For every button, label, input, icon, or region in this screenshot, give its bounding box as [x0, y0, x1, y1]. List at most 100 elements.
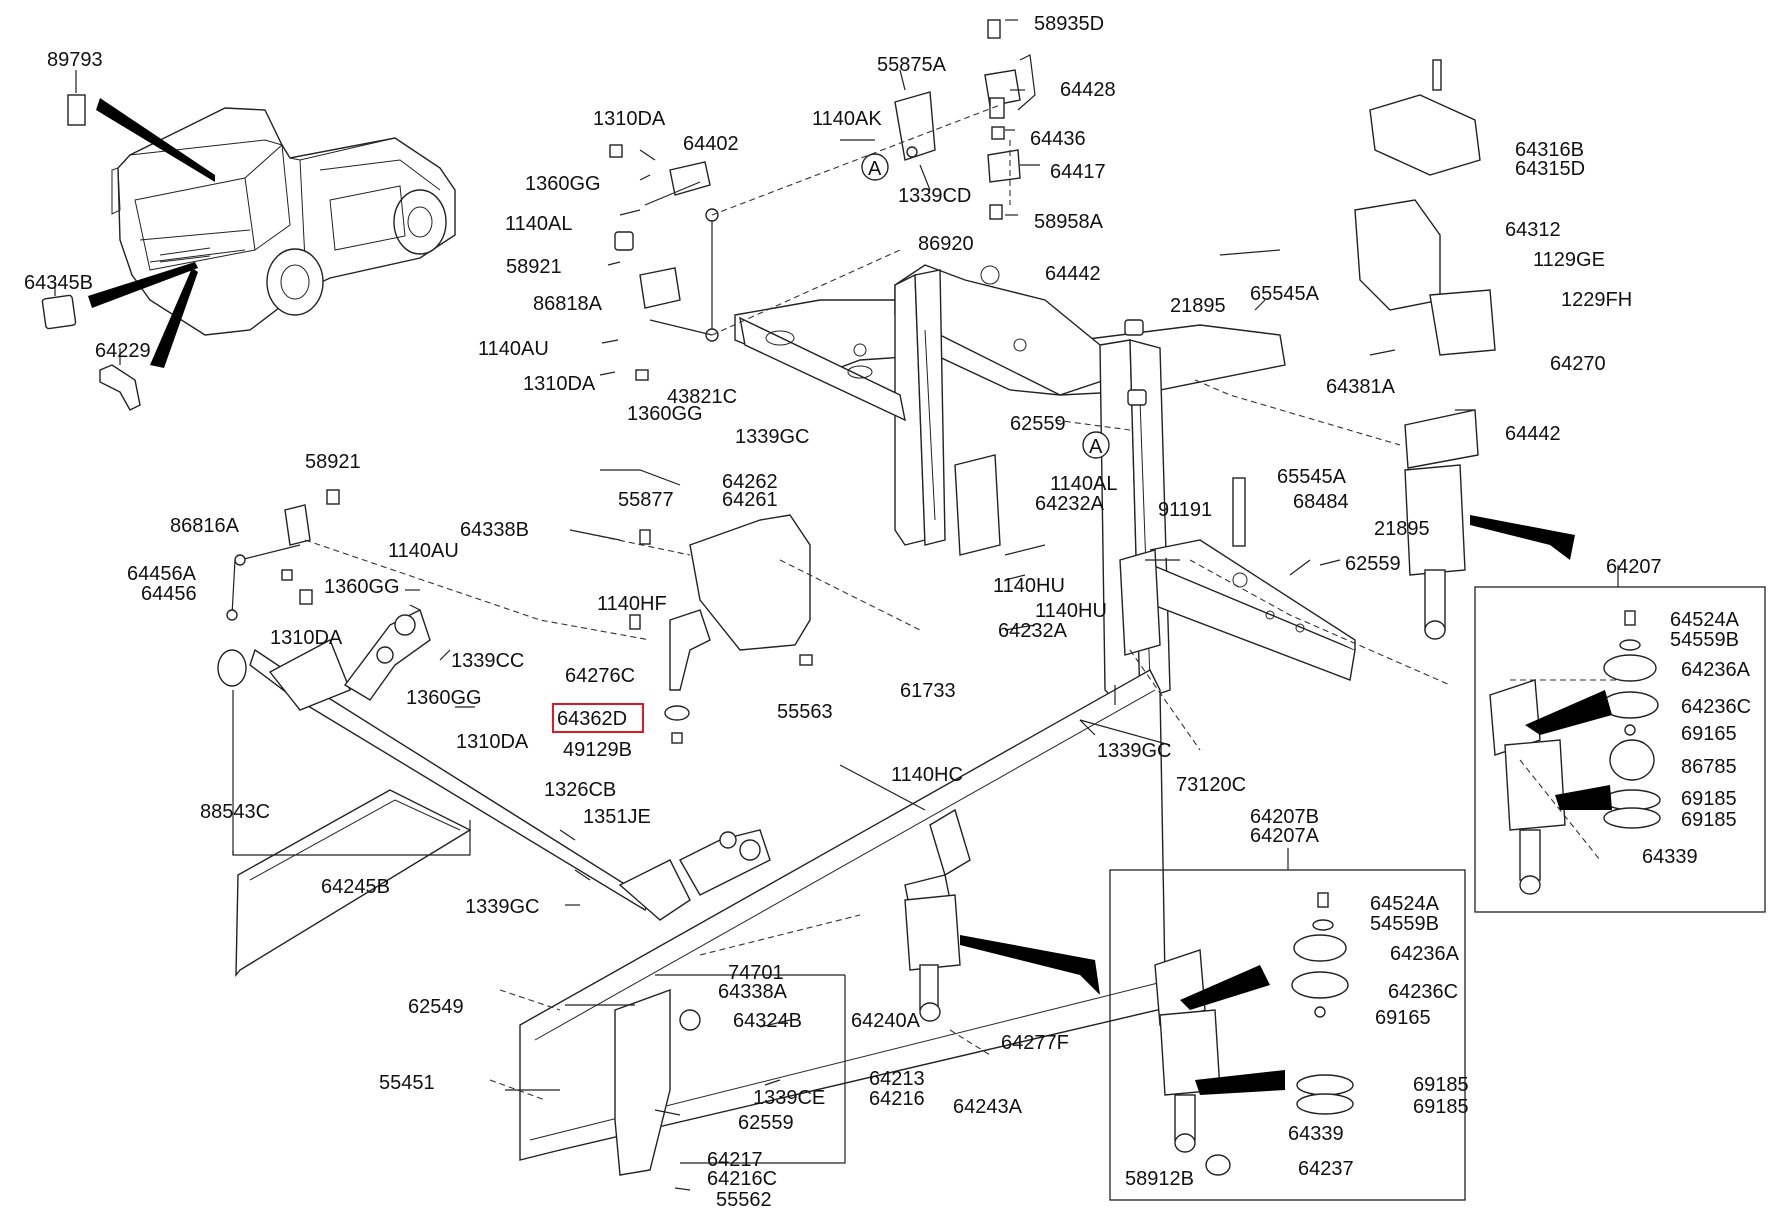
- part-label-64402: 64402: [683, 133, 739, 155]
- part-label-1339cc: 1339CC: [451, 650, 524, 672]
- part-label-58935d: 58935D: [1034, 13, 1104, 35]
- part-label-1310da: 1310DA: [270, 627, 343, 649]
- part-label-55875a: 55875A: [877, 54, 947, 76]
- part-label-64324b: 64324B: [733, 1010, 802, 1032]
- cover-64316b: [1369, 94, 1481, 176]
- part-label-64207a: 64207A: [1250, 825, 1320, 847]
- plate-91191: [1232, 477, 1246, 547]
- part-label-64338a: 64338A: [718, 981, 788, 1003]
- bracket-64229: [99, 364, 141, 411]
- part-label-64345b: 64345B: [24, 272, 93, 294]
- part-label-1310da: 1310DA: [593, 108, 666, 130]
- part-label-1129ge: 1129GE: [1533, 249, 1605, 271]
- part-label-64236c: 64236C: [1681, 696, 1751, 718]
- bracket-64262: [689, 514, 811, 651]
- height-valve-linkage-lower: [226, 489, 340, 621]
- highlight-box-64362d: [552, 703, 644, 733]
- bracket-64276c: [669, 609, 711, 691]
- part-label-49129b: 49129B: [563, 739, 632, 761]
- part-label-64213: 64213: [869, 1068, 925, 1090]
- part-label-86818a: 86818A: [533, 293, 603, 315]
- part-label-64277f: 64277F: [1001, 1032, 1069, 1054]
- part-label-1310da: 1310DA: [523, 373, 596, 395]
- part-label-73120c: 73120C: [1176, 774, 1246, 796]
- part-label-55563: 55563: [777, 701, 833, 723]
- part-label-62559: 62559: [738, 1112, 794, 1134]
- part-label-86920: 86920: [918, 233, 974, 255]
- detail-box-64207: [1474, 586, 1766, 913]
- part-label-64442: 64442: [1505, 423, 1561, 445]
- part-label-69185: 69185: [1681, 788, 1737, 810]
- part-label-1360gg: 1360GG: [525, 173, 601, 195]
- part-label-64381a: 64381A: [1326, 376, 1396, 398]
- part-label-64524a: 64524A: [1370, 893, 1440, 915]
- part-label-64442: 64442: [1045, 263, 1101, 285]
- part-label-64243a: 64243A: [953, 1096, 1023, 1118]
- part-label-64262: 64262: [722, 471, 778, 493]
- part-label-64436: 64436: [1030, 128, 1086, 150]
- part-label-55451: 55451: [379, 1072, 435, 1094]
- part-label-1360gg: 1360GG: [627, 403, 703, 425]
- part-label-64524a: 64524A: [1670, 609, 1740, 631]
- part-label-58958a: 58958A: [1034, 211, 1104, 233]
- part-label-91191: 91191: [1158, 499, 1212, 521]
- pad-64362d: [664, 705, 690, 721]
- callout-a-center: [1082, 431, 1110, 459]
- part-label-1326cb: 1326CB: [544, 779, 616, 801]
- part-label-64216c: 64216C: [707, 1168, 777, 1190]
- part-label-1339ce: 1339CE: [753, 1087, 825, 1109]
- part-label-64240a: 64240A: [851, 1010, 921, 1032]
- part-label-62549: 62549: [408, 996, 464, 1018]
- part-label-69165: 69165: [1681, 723, 1737, 745]
- frame-left-beam: [739, 316, 906, 422]
- bracket-64232a-upper: [954, 454, 1001, 556]
- stabilizer-bushing-left: [268, 639, 351, 711]
- part-label-55877: 55877: [618, 489, 674, 511]
- air-spring-64207: [1489, 610, 1661, 895]
- part-label-1360gg: 1360GG: [406, 687, 482, 709]
- part-label-64312: 64312: [1505, 219, 1561, 241]
- part-label-64216: 64216: [869, 1088, 925, 1110]
- part-label-64456: 64456: [141, 583, 197, 605]
- part-label-1339gc: 1339GC: [1097, 740, 1172, 762]
- part-label-64229: 64229: [95, 340, 151, 362]
- callout-wedge-64345b: [88, 262, 198, 308]
- part-label-1360gg: 1360GG: [324, 576, 400, 598]
- part-label-64217: 64217: [707, 1149, 763, 1171]
- part-number-labels: 8979364345B642291310DA644021360GG1140AL5…: [24, 13, 1751, 1211]
- part-label-64237: 64237: [1298, 1158, 1354, 1180]
- label-decal-64345b: [41, 294, 77, 330]
- part-label-69185: 69185: [1681, 809, 1737, 831]
- part-label-64236c: 64236C: [1388, 981, 1458, 1003]
- part-label-64270: 64270: [1550, 353, 1606, 375]
- callout-wedge-64229: [150, 268, 198, 368]
- part-label-1229fh: 1229FH: [1561, 289, 1632, 311]
- part-label-69185: 69185: [1413, 1074, 1469, 1096]
- part-label-64232a: 64232A: [998, 620, 1068, 642]
- bracket-64312: [1354, 199, 1441, 311]
- shock-absorber-rear: [1404, 409, 1575, 640]
- air-spring-64207b: [1154, 892, 1354, 1176]
- part-label-64236a: 64236A: [1390, 943, 1460, 965]
- part-label-54559b: 54559B: [1370, 913, 1439, 935]
- truck-illustration: [111, 107, 456, 336]
- part-label-58921: 58921: [305, 451, 361, 473]
- part-label-65545a: 65545A: [1250, 283, 1320, 305]
- leveling-valve-assembly: [894, 19, 1036, 220]
- part-label-64339: 64339: [1288, 1123, 1344, 1145]
- part-label-86785: 86785: [1681, 756, 1737, 778]
- callout-wedge-89793: [96, 98, 215, 182]
- part-label-62559: 62559: [1010, 413, 1066, 435]
- part-label-1140au: 1140AU: [478, 338, 549, 360]
- label-decal-89793: [67, 94, 86, 126]
- part-label-64362d: 64362D: [557, 708, 627, 730]
- part-label-64315d: 64315D: [1515, 158, 1585, 180]
- part-label-21895: 21895: [1170, 295, 1226, 317]
- part-label-64236a: 64236A: [1681, 659, 1751, 681]
- part-label-1140hu: 1140HU: [1035, 600, 1107, 622]
- part-label-43821c: 43821C: [667, 386, 737, 408]
- part-label-1339gc: 1339GC: [465, 896, 540, 918]
- height-valve-linkage-upper: [609, 144, 719, 381]
- stabilizer-bar-guard: [235, 789, 472, 978]
- stabilizer-bushing-right: [618, 859, 691, 921]
